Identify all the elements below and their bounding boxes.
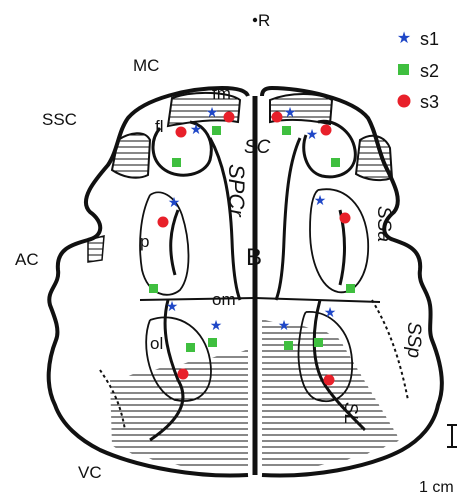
s1-marker: ★ — [210, 317, 223, 333]
legend-square-icon — [398, 64, 409, 75]
legend-star-icon: ★ — [397, 30, 411, 47]
s3-marker — [178, 369, 189, 380]
rostral-dot — [253, 18, 257, 22]
hatch-side-left — [112, 133, 150, 177]
legend-s2: s2 — [420, 61, 439, 81]
s1-marker: ★ — [166, 298, 179, 314]
label-AC: AC — [15, 250, 39, 269]
s2-marker — [331, 158, 340, 167]
s2-marker — [186, 343, 195, 352]
label-fl: fl — [155, 117, 164, 136]
legend-s3: s3 — [420, 92, 439, 112]
s1-marker: ★ — [284, 104, 297, 120]
label-p: p — [140, 232, 149, 251]
s3-marker — [324, 375, 335, 386]
label-SSp: SSp — [403, 322, 424, 358]
s3-marker — [340, 213, 351, 224]
s2-marker — [172, 158, 181, 167]
s2-marker — [314, 338, 323, 347]
label-SL: SL — [341, 402, 361, 424]
s1-marker: ★ — [306, 126, 319, 142]
legend-s1: s1 — [420, 29, 439, 49]
s2-marker — [282, 126, 291, 135]
s3-marker — [272, 112, 283, 123]
s1-marker: ★ — [314, 192, 327, 208]
s1-marker: ★ — [190, 121, 203, 137]
s1-marker: ★ — [278, 317, 291, 333]
label-ol: ol — [150, 334, 163, 353]
legend: ★ s1 s2 s3 — [397, 29, 439, 112]
scale-label: 1 cm — [419, 479, 454, 496]
s3-marker — [158, 217, 169, 228]
s1-marker: ★ — [168, 194, 181, 210]
label-R: R — [258, 11, 270, 30]
s3-marker — [176, 127, 187, 138]
label-SSa: SSa — [373, 206, 394, 242]
s2-marker — [346, 284, 355, 293]
label-fm: fm — [212, 84, 231, 103]
s1-marker: ★ — [206, 104, 219, 120]
s2-marker — [284, 341, 293, 350]
s2-marker — [149, 284, 158, 293]
label-om: om — [212, 290, 236, 309]
s2-marker — [212, 126, 221, 135]
s1-marker: ★ — [324, 304, 337, 320]
s3-marker — [321, 125, 332, 136]
s2-marker — [208, 338, 217, 347]
label-VC: VC — [78, 463, 102, 482]
label-B: B — [246, 244, 262, 271]
label-SPCr: SPCr — [224, 164, 249, 218]
scale-bar: 1 cm — [419, 425, 457, 496]
label-SSC: SSC — [42, 110, 77, 129]
transverse-line — [140, 298, 255, 300]
hatch-side-right — [356, 136, 392, 180]
label-SC: SC — [244, 137, 271, 158]
legend-circle-icon — [398, 95, 411, 108]
label-MC: MC — [133, 56, 159, 75]
s3-marker — [224, 112, 235, 123]
